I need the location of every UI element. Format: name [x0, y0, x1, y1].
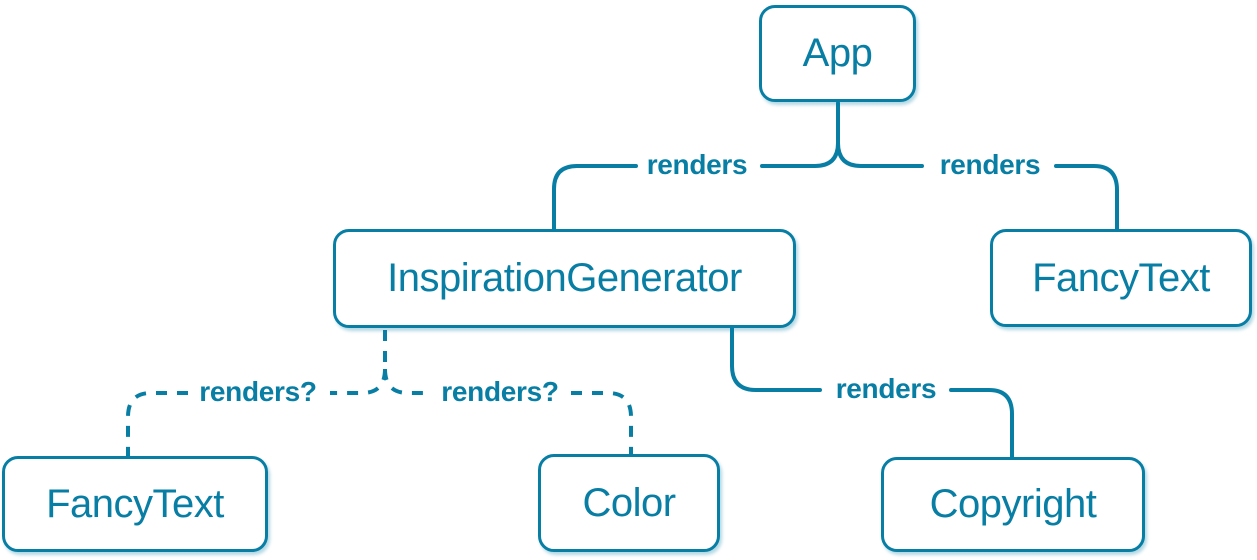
edge-label-renders-app-fancytext: renders [939, 149, 1041, 180]
node-inspiration-generator: InspirationGenerator [333, 229, 796, 328]
node-app-label: App [802, 31, 873, 75]
edge-inspirationgenerator-to-color-dashed [383, 368, 633, 454]
edge-label-renders-copyright: renders [835, 373, 937, 404]
edge-inspirationgenerator-to-copyright [730, 326, 1014, 459]
node-fancy-text-top: FancyText [990, 229, 1252, 327]
node-copyright: Copyright [881, 457, 1145, 552]
edge-app-to-fancytext [836, 141, 1119, 231]
node-app: App [759, 5, 916, 102]
node-color: Color [538, 454, 720, 552]
node-inspiration-generator-label: InspirationGenerator [387, 256, 742, 300]
node-fancy-text-bottom-label: FancyText [46, 481, 224, 526]
node-copyright-label: Copyright [929, 482, 1097, 526]
edge-label-renders-question-color: renders? [441, 376, 559, 407]
node-color-label: Color [582, 480, 676, 525]
edge-label-renders-question-fancytext: renders? [199, 376, 317, 407]
node-fancy-text-bottom: FancyText [2, 456, 268, 552]
node-fancy-text-top-label: FancyText [1032, 255, 1210, 300]
edge-label-renders-app-inspirationgenerator: renders [646, 149, 748, 180]
